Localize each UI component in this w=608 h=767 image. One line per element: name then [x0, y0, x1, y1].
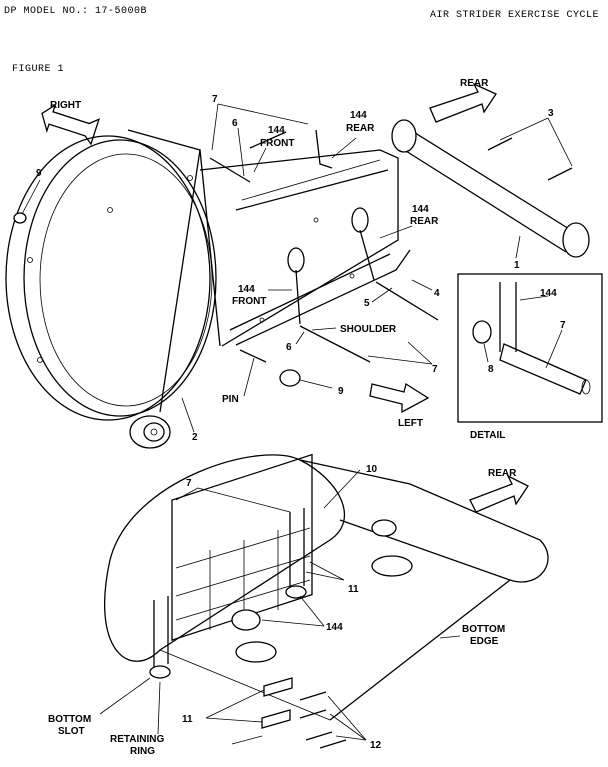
callout-5: 5	[364, 298, 370, 309]
callout-9-bottom: 9	[338, 386, 344, 397]
rear-arrow-label-bottom: REAR	[488, 468, 517, 479]
callout-9-left: 9	[36, 168, 42, 179]
callout-144-front-top-word: FRONT	[260, 138, 294, 149]
product-title: AIR STRIDER EXERCISE CYCLE	[430, 10, 600, 21]
rear-arrow-label-top: REAR	[460, 78, 489, 89]
figure-title: FIGURE 1	[12, 64, 65, 75]
right-arrow	[41, 103, 101, 146]
callout-leaders	[21, 103, 573, 433]
rear-arrow-bottom	[469, 474, 529, 513]
lower-linkages	[149, 508, 413, 679]
callout-144-rear-top: 144	[350, 110, 367, 121]
callout-7-lower: 7	[186, 478, 192, 489]
detail-box	[457, 273, 603, 423]
bottom-slot-label-2: SLOT	[58, 726, 85, 737]
callout-12: 12	[370, 740, 382, 751]
clips-11	[261, 677, 293, 729]
detail-callout-8: 8	[488, 364, 494, 375]
callout-1: 1	[514, 260, 520, 271]
detail-callout-144: 144	[540, 288, 557, 299]
callout-144-front-top: 144	[268, 125, 285, 136]
callout-6-mid: 6	[286, 342, 292, 353]
callout-144-rear-mid: 144	[412, 204, 429, 215]
detail-caption: DETAIL	[470, 430, 505, 441]
callout-10: 10	[366, 464, 378, 475]
right-arrow-label: RIGHT	[50, 100, 81, 111]
callout-144-lower: 144	[326, 622, 343, 633]
bottom-edge-label-2: EDGE	[470, 636, 499, 647]
retaining-ring-label-2: RING	[130, 746, 155, 757]
stabilizer-tube	[391, 119, 590, 258]
callout-11-left: 11	[182, 714, 193, 725]
callout-3: 3	[548, 108, 554, 119]
pin-label: PIN	[222, 394, 239, 405]
flywheel-housing	[5, 129, 221, 421]
callout-144-front-mid: 144	[238, 284, 255, 295]
rear-arrow-top	[429, 82, 497, 123]
shoulder-label: SHOULDER	[340, 324, 397, 335]
callout-4: 4	[434, 288, 440, 299]
lower-housing	[104, 453, 549, 721]
callout-11-right: 11	[348, 584, 359, 595]
frame-beam	[199, 149, 411, 347]
retaining-ring-label-1: RETAINING	[110, 734, 164, 745]
wheel	[129, 415, 171, 449]
grid-baffles	[175, 527, 311, 630]
detail-callout-7: 7	[560, 320, 566, 331]
callout-144-rear-mid-word: REAR	[410, 216, 439, 227]
callout-144-rear-top-word: REAR	[346, 123, 375, 134]
callout-6-top: 6	[232, 118, 238, 129]
linkage-arms	[13, 129, 439, 387]
lower-callout-leaders	[99, 469, 461, 741]
callout-2: 2	[192, 432, 198, 443]
bottom-slot-label-1: BOTTOM	[48, 714, 91, 725]
screws-3	[487, 137, 573, 181]
callout-7-top: 7	[212, 94, 218, 105]
left-arrow-label: LEFT	[398, 418, 423, 429]
callout-144-front-mid-word: FRONT	[232, 296, 266, 307]
left-arrow	[369, 382, 430, 414]
bottom-edge-label-1: BOTTOM	[462, 624, 505, 635]
model-number: DP MODEL NO.: 17-5000B	[4, 6, 148, 17]
callout-7-mid: 7	[432, 364, 438, 375]
screws-12	[231, 691, 347, 749]
